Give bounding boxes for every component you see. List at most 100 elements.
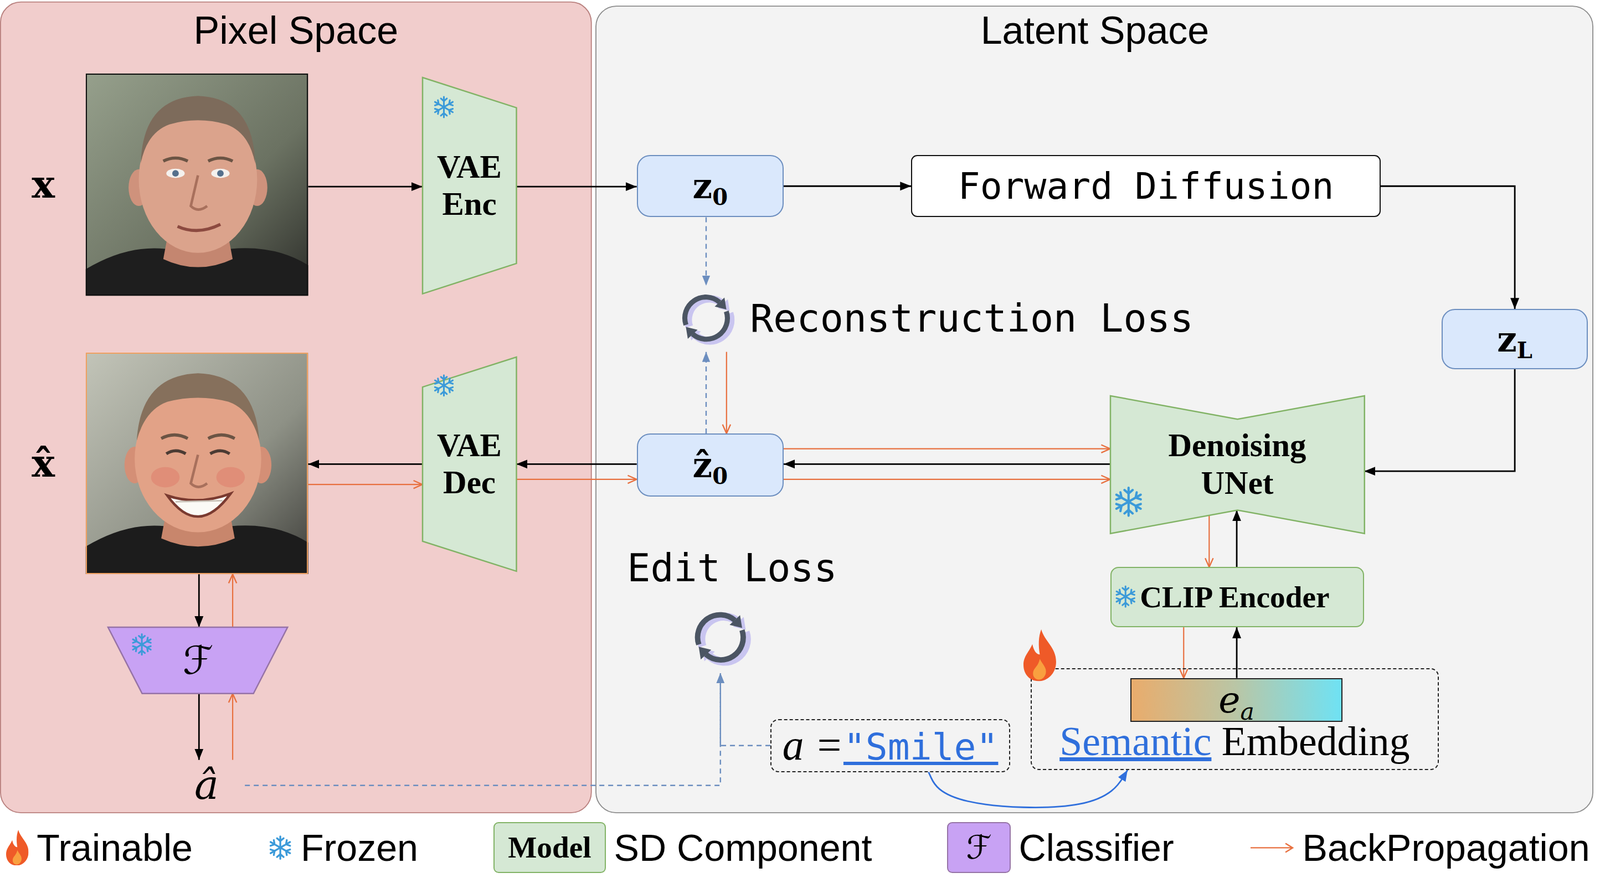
input-face-photo bbox=[140, 95, 255, 164]
classifier: ℱ bbox=[107, 627, 288, 694]
text-part: L bbox=[1516, 337, 1533, 364]
semantic-embedding-box: eaSemantic Embedding bbox=[1030, 668, 1439, 771]
backprop-arrow bbox=[307, 484, 423, 486]
latent-symbol: z0 bbox=[692, 166, 728, 207]
flow-arrow bbox=[198, 693, 200, 761]
flow-arrow bbox=[307, 463, 423, 466]
legend-item: Frozen bbox=[268, 826, 419, 870]
vae-decoder: VAE Dec bbox=[422, 357, 517, 572]
frozen-icon bbox=[268, 835, 293, 861]
vae-decoder-outline bbox=[422, 357, 517, 572]
loss-link bbox=[720, 673, 771, 747]
text-part: z bbox=[692, 165, 713, 207]
frozen-icon bbox=[1114, 487, 1143, 517]
backprop-arrow bbox=[232, 574, 234, 628]
input-face-photo bbox=[85, 73, 309, 297]
loss-link bbox=[244, 673, 721, 786]
pixel-space-ground bbox=[0, 2, 592, 814]
legend-item: Trainable bbox=[6, 826, 193, 870]
text-part: z bbox=[1496, 319, 1517, 360]
latent-box: z0 bbox=[636, 155, 784, 218]
latent-space-panel: z0Forward DiffusionzLReconstruction Loss… bbox=[595, 6, 1594, 814]
loss-cycle-icon bbox=[697, 615, 748, 663]
edited-face-photo bbox=[166, 450, 230, 455]
input-face-photo bbox=[166, 168, 185, 179]
image-symbol: x̂ bbox=[31, 441, 55, 487]
text-part: a = bbox=[782, 721, 844, 770]
swatch-label: ℱ bbox=[965, 829, 992, 867]
loss-label: Edit Loss bbox=[626, 546, 837, 591]
flow-arrow bbox=[1380, 186, 1515, 310]
input-face-photo bbox=[163, 226, 233, 268]
edited-face-photo bbox=[216, 467, 246, 488]
sd-component-swatch: Model bbox=[493, 822, 606, 874]
legend-item: ℱClassifier bbox=[947, 822, 1174, 874]
input-face-photo bbox=[85, 73, 309, 297]
legend-item: Model SD Component bbox=[493, 822, 872, 874]
legend: Trainable Frozen Model SD Component ℱClassif… bbox=[6, 819, 1591, 877]
text-part: 0 bbox=[712, 183, 728, 210]
edited-face-photo bbox=[191, 455, 208, 488]
legend-label: SD Component bbox=[613, 826, 872, 870]
flow-arrow bbox=[1364, 369, 1515, 472]
text-part: 0 bbox=[712, 462, 728, 490]
edited-face-photo bbox=[134, 385, 261, 533]
swatch-label: Model bbox=[507, 830, 591, 866]
trainable-icon bbox=[1023, 629, 1057, 682]
input-face-photo bbox=[128, 169, 149, 207]
flow-arrow bbox=[783, 463, 1111, 466]
input-face-photo bbox=[172, 170, 179, 177]
backprop-arrow bbox=[1208, 515, 1210, 568]
denoising-unet-label: Denoising UNet bbox=[1135, 426, 1340, 503]
edited-face-photo bbox=[161, 435, 235, 439]
backprop-arrow bbox=[1182, 627, 1185, 679]
panel-title: Pixel Space bbox=[193, 8, 399, 54]
legend-label: BackPropagation bbox=[1302, 826, 1590, 870]
prediction: â bbox=[168, 760, 245, 812]
latent-symbol: ẑ0 bbox=[692, 445, 728, 486]
input-face-photo bbox=[163, 158, 233, 162]
embedding-link bbox=[928, 770, 1128, 808]
input-face-photo bbox=[217, 170, 224, 177]
frozen-icon bbox=[433, 96, 455, 118]
trainable-icon bbox=[6, 830, 29, 866]
edited-face-photo bbox=[175, 500, 223, 502]
text-part: e bbox=[1218, 678, 1241, 722]
edited-face-photo bbox=[151, 467, 180, 488]
edited-face-photo bbox=[167, 494, 231, 517]
clip-encoder: CLIP Encoder bbox=[1110, 567, 1365, 628]
panel-title: Latent Space bbox=[980, 8, 1210, 54]
loss-cycle-icon bbox=[685, 297, 732, 342]
edited-face-photo bbox=[136, 373, 260, 441]
latent-box: ẑ0 bbox=[636, 433, 784, 497]
text-part: ẑ bbox=[692, 444, 713, 486]
vae-encoder-outline bbox=[422, 77, 517, 295]
latent-space-ground bbox=[595, 6, 1593, 814]
loss-node: Edit Loss bbox=[611, 546, 852, 674]
backprop-arrow bbox=[783, 448, 1111, 450]
frozen-icon bbox=[433, 375, 455, 396]
vae-decoder-label: VAE Dec bbox=[426, 426, 513, 503]
text-part: "Smile" bbox=[843, 725, 998, 769]
loss-link bbox=[705, 352, 707, 434]
edited-image: x̂ bbox=[85, 352, 309, 575]
edited-face-photo bbox=[85, 352, 309, 575]
clip-encoder-label: CLIP Encoder bbox=[1139, 579, 1330, 616]
embedding-symbol: ea bbox=[1218, 678, 1255, 722]
backprop-arrow bbox=[726, 352, 728, 434]
prediction-symbol: â bbox=[194, 762, 219, 810]
pixel-space-panel: xVAE Encx̂VAE DecℱâPixel Space bbox=[0, 2, 593, 814]
process-box: Forward Diffusion bbox=[911, 155, 1381, 218]
edited-face-photo bbox=[85, 352, 309, 575]
loss-link bbox=[705, 217, 707, 286]
flow-arrow bbox=[516, 186, 637, 188]
input-face-photo bbox=[211, 168, 230, 179]
input-image: x bbox=[85, 73, 309, 297]
attribute-box: a ="Smile" bbox=[770, 719, 1011, 773]
edited-face-photo bbox=[161, 506, 235, 548]
flow-arrow bbox=[516, 463, 637, 466]
semantic-embedding-box-label: Semantic Embedding bbox=[1059, 718, 1410, 766]
backprop-arrow bbox=[783, 479, 1111, 481]
input-face-photo bbox=[191, 175, 208, 210]
classifier-outline bbox=[107, 627, 288, 694]
